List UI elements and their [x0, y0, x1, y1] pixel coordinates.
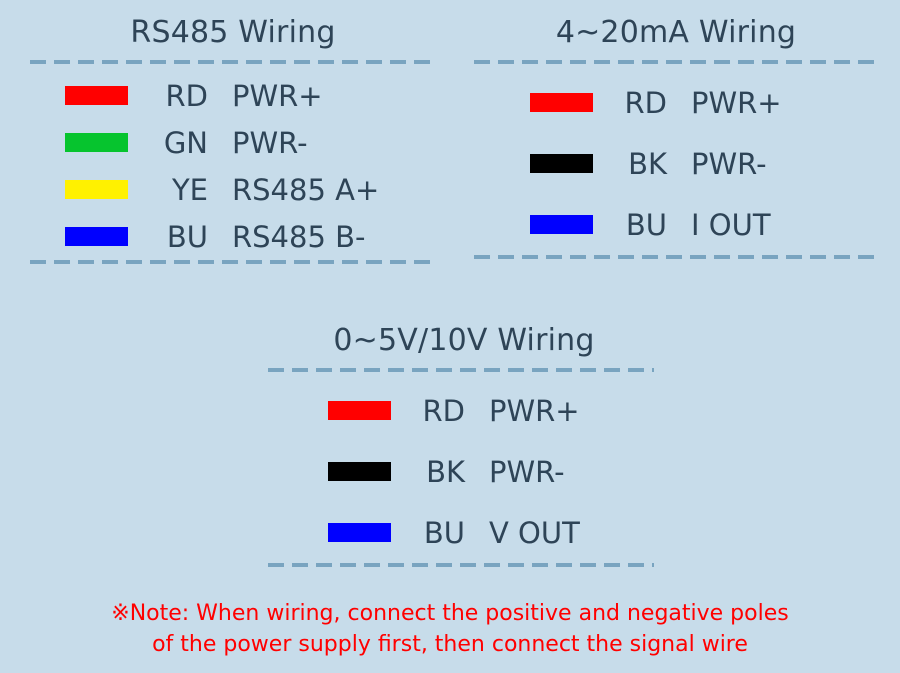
- note-line-1: ※Note: When wiring, connect the positive…: [111, 601, 789, 626]
- wire-color-code: BK: [426, 454, 465, 489]
- wire-color-code: BK: [628, 146, 667, 181]
- wire-function-label: PWR+: [232, 78, 323, 113]
- wire-color-swatch-blue: [65, 227, 128, 246]
- swatch-cell: [474, 93, 593, 112]
- wire-color-swatch-blue: [328, 523, 391, 542]
- wire-list-0-5v-10v: RD PWR+ BK PWR- BU V OUT: [262, 372, 662, 563]
- dashed-divider-top: [30, 60, 430, 64]
- panel-rs485-wiring: RS485 Wiring RD PWR+ GN PWR-: [30, 14, 430, 264]
- wire-row: GN PWR-: [30, 119, 430, 166]
- swatch-cell: [262, 401, 391, 420]
- wire-function-label: RS485 A+: [232, 172, 380, 207]
- wire-row: RD PWR+: [474, 72, 874, 133]
- wire-color-code: RD: [624, 85, 667, 120]
- swatch-cell: [262, 462, 391, 481]
- swatch-cell: [30, 133, 130, 152]
- wire-function-label: I OUT: [691, 207, 771, 242]
- wire-color-code: BU: [423, 515, 465, 550]
- wire-row: BU V OUT: [262, 502, 662, 563]
- dashed-divider-bottom: [268, 563, 654, 567]
- wire-row: BK PWR-: [474, 133, 874, 194]
- wire-color-swatch-red: [65, 86, 128, 105]
- wire-function-label: RS485 B-: [232, 219, 366, 254]
- wire-row: BU I OUT: [474, 194, 874, 255]
- dashed-divider-top: [474, 60, 874, 64]
- wiring-note: ※Note: When wiring, connect the positive…: [0, 598, 900, 660]
- wire-color-swatch-yellow: [65, 180, 128, 199]
- wire-row: BU RS485 B-: [30, 213, 430, 260]
- swatch-cell: [474, 154, 593, 173]
- wire-function-label: PWR+: [691, 85, 782, 120]
- dashed-divider-bottom: [474, 255, 874, 259]
- wire-row: RD PWR+: [30, 72, 430, 119]
- dashed-divider-top: [268, 368, 654, 372]
- wire-color-code: YE: [171, 172, 208, 207]
- wire-color-code: BU: [166, 219, 208, 254]
- wire-function-label: PWR+: [489, 393, 580, 428]
- wire-function-label: PWR-: [691, 146, 767, 181]
- wire-list-rs485: RD PWR+ GN PWR- YE RS485 A+: [30, 64, 430, 260]
- wire-function-label: PWR-: [489, 454, 565, 489]
- panel-0-5v-10v-wiring: 0~5V/10V Wiring RD PWR+ BK PWR-: [262, 322, 662, 567]
- panel-4-20ma-wiring: 4~20mA Wiring RD PWR+ BK PWR-: [474, 14, 874, 259]
- wire-color-swatch-blue: [530, 215, 593, 234]
- wire-color-code: BU: [625, 207, 667, 242]
- panel-title-rs485: RS485 Wiring: [130, 15, 336, 50]
- swatch-cell: [262, 523, 391, 542]
- wire-color-code: GN: [163, 125, 208, 160]
- note-line-2: of the power supply first, then connect …: [152, 632, 748, 657]
- wire-color-swatch-green: [65, 133, 128, 152]
- wire-row: BK PWR-: [262, 441, 662, 502]
- dashed-divider-bottom: [30, 260, 430, 264]
- wire-color-code: RD: [422, 393, 465, 428]
- swatch-cell: [30, 86, 130, 105]
- wire-color-swatch-red: [328, 401, 391, 420]
- panel-title-4-20ma: 4~20mA Wiring: [555, 15, 797, 50]
- wire-function-label: PWR-: [232, 125, 308, 160]
- wire-color-swatch-black: [328, 462, 391, 481]
- swatch-cell: [474, 215, 593, 234]
- panel-title-0-5v-10v: 0~5V/10V Wiring: [333, 323, 595, 358]
- wire-function-label: V OUT: [489, 515, 580, 550]
- wire-row: RD PWR+: [262, 380, 662, 441]
- wire-color-swatch-red: [530, 93, 593, 112]
- swatch-cell: [30, 180, 130, 199]
- wire-list-4-20ma: RD PWR+ BK PWR- BU I OUT: [474, 64, 874, 255]
- swatch-cell: [30, 227, 130, 246]
- wire-row: YE RS485 A+: [30, 166, 430, 213]
- wire-color-swatch-black: [530, 154, 593, 173]
- wire-color-code: RD: [165, 78, 208, 113]
